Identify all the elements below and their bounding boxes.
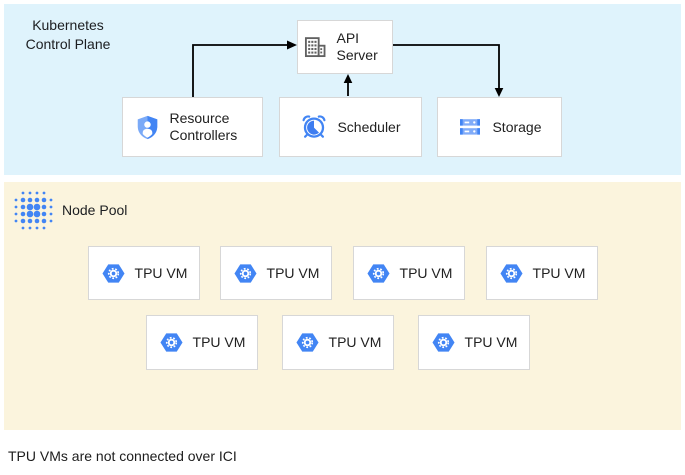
tpu-vm-label: TPU VM xyxy=(399,264,453,281)
tpu-vm-node: TPU VM xyxy=(146,315,258,370)
tpu-vm-node: TPU VM xyxy=(486,246,598,300)
resource-controllers-label: Resource Controllers xyxy=(169,110,238,143)
tpu-vm-label: TPU VM xyxy=(192,334,246,350)
alarm-clock-icon xyxy=(302,115,326,138)
tpu-hexagon-gear-icon xyxy=(432,333,455,352)
tpu-hexagon-gear-icon xyxy=(234,263,257,283)
api-server-label: API Server xyxy=(336,30,378,63)
tpu-vm-label: TPU VM xyxy=(328,334,382,350)
control-plane-title: Kubernetes Control Plane xyxy=(25,17,111,52)
footnote-text: TPU VMs are not connected over ICI xyxy=(8,448,237,464)
tpu-vm-node: TPU VM xyxy=(220,246,332,300)
tpu-vm-label: TPU VM xyxy=(266,264,320,281)
api-server-node: API Server xyxy=(297,20,393,74)
tpu-hexagon-gear-icon xyxy=(500,263,523,283)
tpu-vm-node: TPU VM xyxy=(353,246,465,300)
tpu-hexagon-gear-icon xyxy=(296,333,319,352)
tpu-hexagon-gear-icon xyxy=(367,263,390,283)
dot-cluster-icon xyxy=(14,191,53,230)
tpu-vm-node: TPU VM xyxy=(418,315,530,370)
storage-label: Storage xyxy=(492,118,542,135)
tpu-hexagon-gear-icon xyxy=(160,333,183,352)
storage-node: Storage xyxy=(437,97,562,157)
tpu-vm-label: TPU VM xyxy=(134,264,188,281)
shield-user-icon xyxy=(137,115,157,139)
tpu-vm-label: TPU VM xyxy=(532,264,586,281)
tpu-hexagon-gear-icon xyxy=(102,263,125,283)
node-pool-section: Node Pool TPU VM TPU VM TPU xyxy=(4,182,681,430)
tpu-vm-node: TPU VM xyxy=(282,315,394,370)
resource-controllers-node: Resource Controllers xyxy=(122,97,263,157)
building-icon xyxy=(304,37,325,58)
server-stack-icon xyxy=(460,119,481,135)
control-plane-section: Kubernetes Control Plane xyxy=(4,4,681,175)
scheduler-label: Scheduler xyxy=(337,118,401,135)
tpu-vm-node: TPU VM xyxy=(88,246,200,300)
scheduler-node: Scheduler xyxy=(279,97,422,157)
node-pool-label: Node Pool xyxy=(62,202,128,218)
tpu-vm-label: TPU VM xyxy=(464,334,518,350)
